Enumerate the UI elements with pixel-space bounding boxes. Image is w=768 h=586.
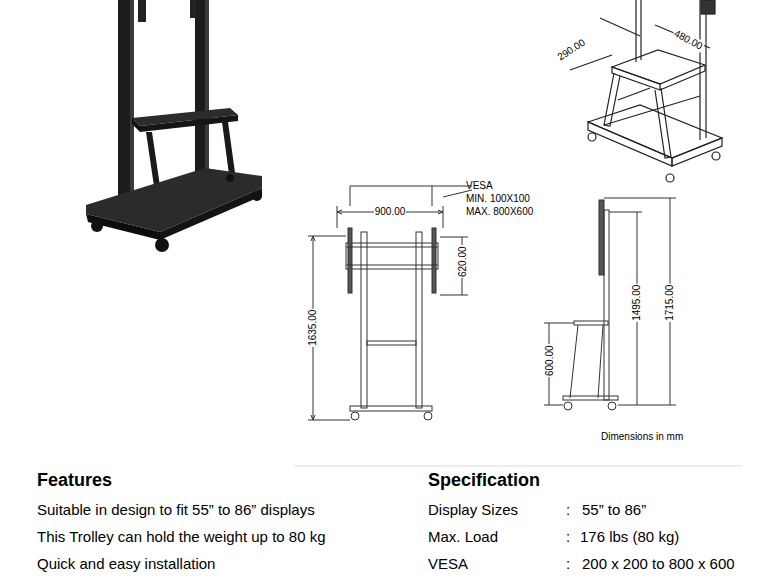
spec-text: :	[566, 501, 570, 518]
spec-text: Quick and easy installation	[37, 555, 215, 572]
dimension-label: 1495.00	[631, 284, 643, 322]
spec-text: :	[566, 555, 570, 572]
spec-text: Suitable in design to fit 55” to 86” dis…	[37, 501, 315, 518]
dimension-label: 900.00	[374, 206, 407, 218]
spec-text: Max. Load	[428, 528, 498, 545]
spec-text: 55” to 86”	[582, 501, 646, 518]
spec-text: MAX. 800X600	[466, 206, 533, 218]
spec-text: This Trolley can hold the weight up to 8…	[37, 528, 326, 545]
trolley-render	[86, 0, 262, 252]
spec-text: Display Sizes	[428, 501, 518, 518]
spec-text: VESA	[466, 180, 493, 192]
dimension-label: 1635.00	[307, 309, 319, 347]
spec-text: 176 lbs (80 kg)	[580, 528, 679, 545]
front-view	[308, 186, 472, 420]
dimension-label: 290.00	[554, 36, 588, 63]
side-view	[544, 198, 676, 410]
separator	[294, 466, 742, 467]
dimension-label: 620.00	[456, 246, 468, 279]
spec-text: VESA	[428, 555, 468, 572]
spec-text: :	[566, 528, 570, 545]
section-heading: Features	[37, 470, 112, 491]
spec-text: Dimensions in mm	[601, 431, 683, 443]
isometric-drawing	[570, 0, 722, 182]
spec-text: 200 x 200 to 800 x 600	[582, 555, 735, 572]
dimension-label: 1715.00	[664, 284, 676, 322]
section-heading: Specification	[428, 470, 540, 491]
spec-text: MIN. 100X100	[466, 193, 530, 205]
dimension-label: 600.00	[543, 345, 555, 378]
